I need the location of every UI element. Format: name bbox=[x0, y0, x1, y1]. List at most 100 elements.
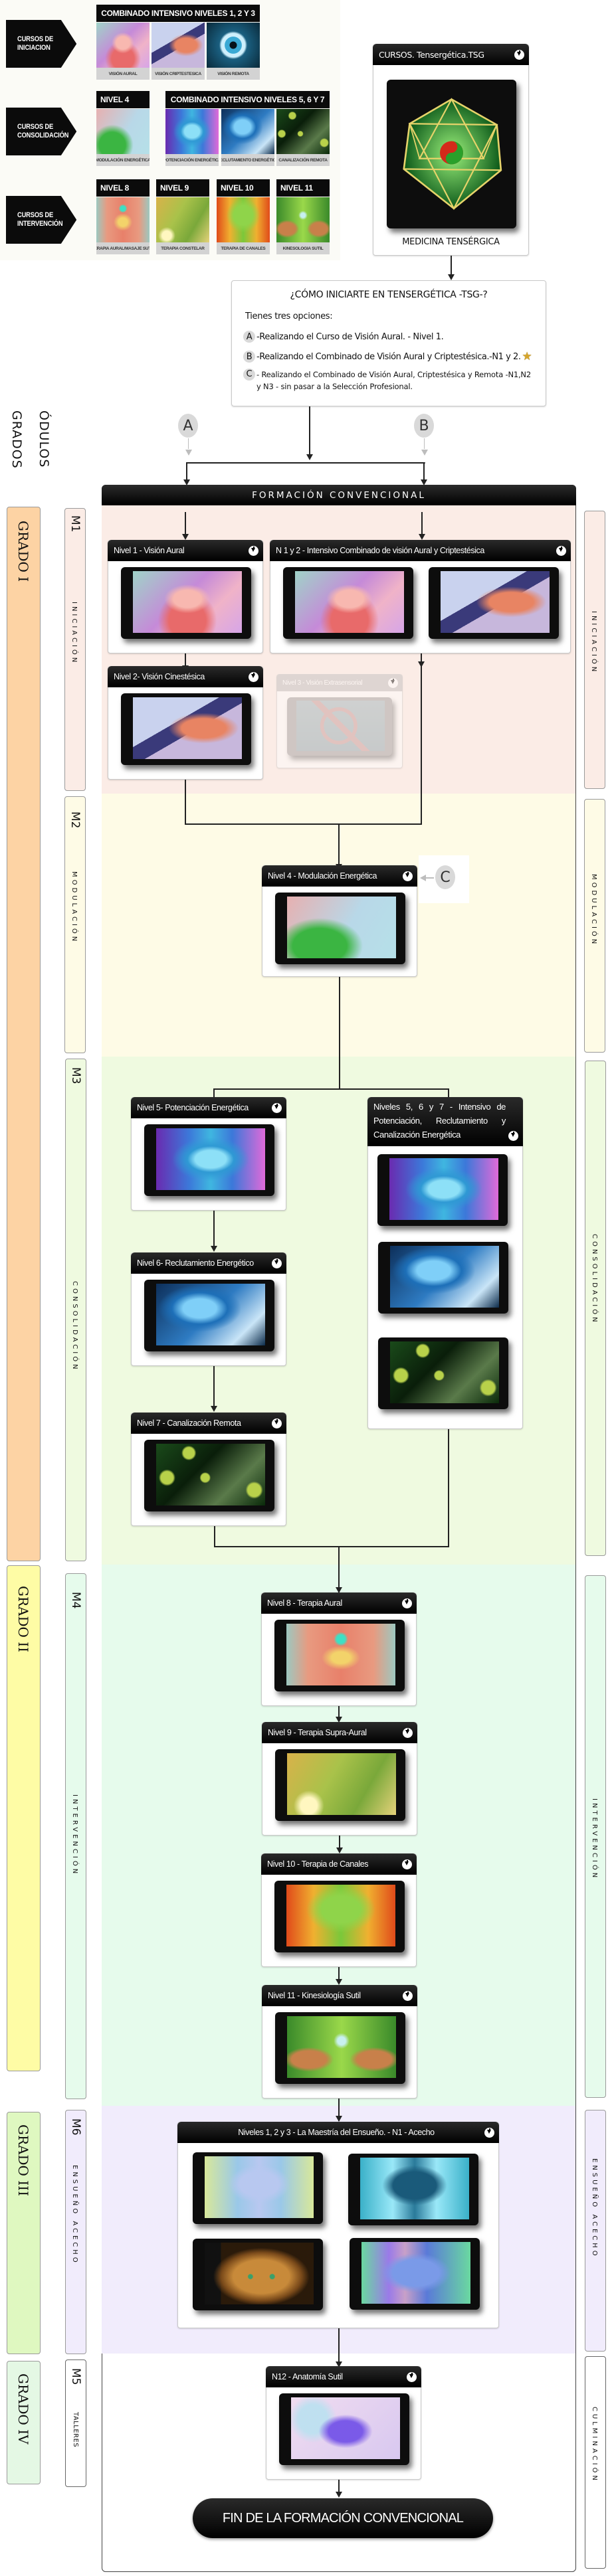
how-to-start-box: ¿CÓMO INICIARTE EN TENSERGÉTICA -TSG-? T… bbox=[231, 280, 546, 406]
right-label-iniciacion: INICIACIÓN bbox=[584, 511, 605, 789]
poster-caption: Visión Remota bbox=[207, 68, 260, 80]
card-n12-anatomia-sutil[interactable]: N12 - Anatomía Sutil bbox=[266, 2366, 421, 2480]
option-a[interactable]: A -Realizando el Curso de Visión Aural. … bbox=[243, 331, 444, 343]
card-title: N12 - Anatomía Sutil bbox=[266, 2366, 421, 2387]
module-name: INTERVENCIÓN bbox=[71, 1794, 78, 1877]
module-code: M4 bbox=[69, 1592, 82, 1609]
option-text: -Realizando el Combinado de Visión Aural… bbox=[256, 351, 521, 362]
download-icon[interactable] bbox=[403, 871, 413, 881]
poster-caption: Visión Aural bbox=[96, 68, 150, 80]
download-icon[interactable] bbox=[272, 1418, 282, 1428]
download-icon[interactable] bbox=[249, 672, 258, 682]
connector-line bbox=[214, 1546, 449, 1547]
connector-line bbox=[421, 512, 423, 535]
download-icon[interactable] bbox=[514, 50, 524, 60]
download-icon[interactable] bbox=[249, 546, 258, 556]
card-nivel-1-2-combinado[interactable]: N 1 y 2 - Intensivo Combinado de visión … bbox=[270, 540, 571, 653]
option-a-marker[interactable]: A bbox=[178, 414, 198, 438]
poster-thumb[interactable] bbox=[156, 197, 209, 242]
card-nivel-6[interactable]: Nivel 6- Reclutamiento Energético bbox=[131, 1252, 286, 1366]
card-image bbox=[378, 1337, 508, 1409]
star-icon: ★ bbox=[522, 350, 532, 363]
module-name: TALLERES bbox=[72, 2412, 79, 2448]
card-nivel-1[interactable]: Nivel 1 - Visión Aural bbox=[108, 540, 263, 653]
connector-line bbox=[188, 438, 189, 449]
module-m5-column: M5 TALLERES bbox=[65, 2360, 86, 2487]
poster-thumb[interactable] bbox=[276, 109, 330, 154]
option-b-marker[interactable]: B bbox=[414, 414, 434, 438]
card-nivel-4[interactable]: Nivel 4 - Modulación Energética bbox=[262, 865, 417, 977]
poster-caption: Visión Criptestesica bbox=[152, 68, 205, 80]
download-icon[interactable] bbox=[402, 1859, 412, 1869]
card-title: Niveles 5, 6 y 7 - Intensivo de Potencia… bbox=[367, 1097, 523, 1146]
card-nivel-7[interactable]: Nivel 7 - Canalización Remota bbox=[131, 1413, 286, 1526]
download-icon[interactable] bbox=[508, 1131, 518, 1141]
option-b[interactable]: B -Realizando el Combinado de Visión Aur… bbox=[243, 350, 532, 363]
card-niveles-5-6-7[interactable]: Niveles 5, 6 y 7 - Intensivo de Potencia… bbox=[367, 1097, 523, 1429]
card-nivel-2[interactable]: Nivel 2- Visión Cinestésica bbox=[108, 666, 263, 780]
download-icon[interactable] bbox=[402, 1598, 412, 1608]
download-icon[interactable] bbox=[556, 546, 566, 556]
poster-thumb[interactable] bbox=[221, 109, 274, 154]
download-icon[interactable] bbox=[403, 1991, 413, 2001]
connector-line bbox=[338, 2099, 340, 2121]
poster-caption: Potenciación Energética bbox=[165, 154, 219, 166]
poster-thumb[interactable] bbox=[152, 23, 205, 68]
poster-thumb[interactable] bbox=[96, 197, 150, 242]
card-image bbox=[144, 1124, 274, 1196]
poster-group-title: COMBINADO INTENSIVO NIVELES 1, 2 Y 3 bbox=[96, 5, 260, 22]
poster-thumb[interactable] bbox=[165, 109, 219, 154]
poster-thumb[interactable] bbox=[96, 23, 150, 68]
download-icon[interactable] bbox=[272, 1103, 282, 1113]
card-title: Nivel 11 - Kinesiología Sutil bbox=[262, 1985, 417, 2006]
download-icon[interactable] bbox=[272, 1258, 282, 1268]
option-c[interactable]: C - Realizando el Combinado de Visión Au… bbox=[243, 369, 536, 392]
arrow-head bbox=[336, 2361, 342, 2367]
arrow-head bbox=[183, 479, 190, 485]
courses-poster: Cursos de Iniciacion Cursos de Consolida… bbox=[0, 0, 340, 260]
card-nivel-3-disabled: Nivel 3 - Visión Extrasensorial bbox=[276, 674, 403, 768]
connector-line bbox=[213, 1088, 449, 1090]
connector-line bbox=[451, 256, 452, 276]
connector-line bbox=[338, 1546, 340, 1594]
arrow-head bbox=[336, 2116, 342, 2122]
card-nivel-11[interactable]: Nivel 11 - Kinesiología Sutil bbox=[262, 1985, 417, 2099]
connector-line bbox=[339, 977, 340, 1090]
grados-axis-label: GRADOS bbox=[9, 410, 24, 469]
card-nivel-9[interactable]: Nivel 9 - Terapia Supra-Aural bbox=[262, 1722, 417, 1836]
card-nivel-8[interactable]: Nivel 8 - Terapia Aural bbox=[261, 1592, 417, 1706]
card-maestria-ensueno[interactable]: Niveles 1, 2 y 3 - La Maestría del Ensue… bbox=[177, 2122, 499, 2328]
card-title: Nivel 4 - Modulación Energética bbox=[262, 865, 417, 887]
module-code: M1 bbox=[68, 515, 82, 533]
download-icon[interactable] bbox=[403, 1728, 413, 1738]
connector-line bbox=[338, 823, 340, 865]
poster-group-title: COMBINADO INTENSIVO NIVELES 5, 6 Y 7 bbox=[165, 91, 330, 108]
grado-label: GRADO III bbox=[15, 2124, 31, 2196]
download-icon[interactable] bbox=[484, 2128, 494, 2138]
option-c-marker[interactable]: C bbox=[435, 865, 455, 889]
poster-group-title: NIVEL 4 bbox=[96, 91, 150, 108]
card-image bbox=[350, 2238, 480, 2310]
poster-caption: Terapia de Canales bbox=[217, 242, 270, 254]
card-nivel-10[interactable]: Nivel 10 - Terapia de Canales bbox=[261, 1853, 417, 1967]
right-label-ensueno: ENSUEÑO ACECHO bbox=[585, 2110, 606, 2352]
arrow-head bbox=[421, 479, 427, 485]
card-title: Nivel 8 - Terapia Aural bbox=[261, 1592, 417, 1614]
card-title: Nivel 9 - Terapia Supra-Aural bbox=[262, 1722, 417, 1743]
module-code: M2 bbox=[68, 812, 82, 829]
poster-thumb[interactable] bbox=[96, 109, 150, 154]
poster-thumb[interactable] bbox=[217, 197, 270, 242]
card-title: Nivel 7 - Canalización Remota bbox=[131, 1413, 286, 1434]
card-nivel-5[interactable]: Nivel 5- Potenciación Energética bbox=[131, 1097, 286, 1211]
module-code: M6 bbox=[69, 2118, 82, 2136]
poster-thumb[interactable] bbox=[276, 197, 330, 242]
card-title: N 1 y 2 - Intensivo Combinado de visión … bbox=[270, 540, 571, 561]
tsg-courses-card[interactable]: CURSOS. Tensergética.TSG MEDICINA TENSÉR… bbox=[373, 44, 529, 256]
grado-iii-band: GRADO III bbox=[7, 2112, 41, 2354]
right-label-culminacion: CULMINACIÓN bbox=[585, 2356, 606, 2569]
stage-label: ENSUEÑO ACECHO bbox=[591, 2158, 598, 2259]
download-icon[interactable] bbox=[407, 2372, 417, 2382]
poster-thumb[interactable] bbox=[207, 23, 260, 68]
connector-line bbox=[213, 1211, 215, 1250]
card-image bbox=[287, 697, 392, 756]
